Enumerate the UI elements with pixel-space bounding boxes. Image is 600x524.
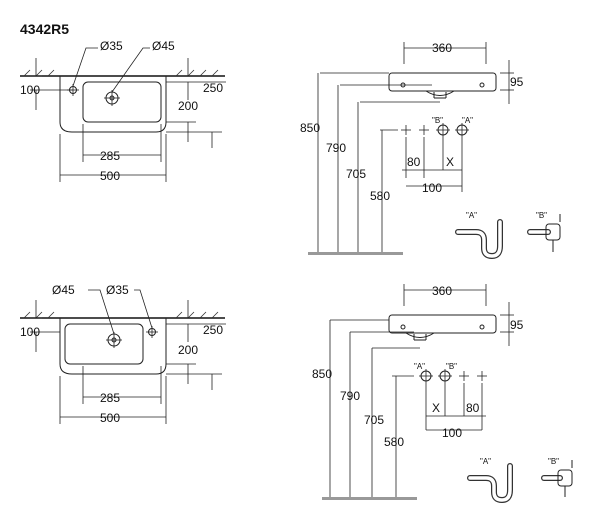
connector-label-b: "B" <box>432 116 443 125</box>
tap-hole-label-left: Ø45 <box>52 283 75 297</box>
dim-bowl-depth: 200 <box>178 99 198 113</box>
top-side-view: 360 95 850 790 705 580 "B" "A <box>300 41 561 260</box>
bowl-outline <box>64 323 144 365</box>
mark-x: X <box>446 155 454 169</box>
floor-line <box>322 497 417 500</box>
dim-right-depth: 250 <box>203 81 223 95</box>
wall-hatch <box>23 69 219 77</box>
dim-total-width: 500 <box>100 169 120 183</box>
wall-hatch <box>23 311 219 319</box>
dim-h1: 850 <box>300 121 320 135</box>
connector-icon <box>401 123 469 137</box>
dim-bowl-depth: 200 <box>178 343 198 357</box>
trap-a-icon <box>467 463 513 504</box>
model-number: 4342R5 <box>20 21 69 37</box>
dim-width: 360 <box>432 41 452 55</box>
mark-x: X <box>432 401 440 415</box>
dim-width: 360 <box>432 284 452 298</box>
trap-label-b: "B" <box>536 211 547 220</box>
basin-outline <box>59 318 167 375</box>
tap-hole-label-right: Ø45 <box>152 39 175 53</box>
dim-total-width: 500 <box>100 411 120 425</box>
dim-left-depth: 100 <box>20 325 40 339</box>
dim-a: 80 <box>466 401 480 415</box>
dim-bowl-width: 285 <box>100 391 120 405</box>
leader-line <box>134 289 153 329</box>
bottom-plan-view: Ø45 Ø35 100 250 200 285 500 <box>20 283 226 425</box>
dim-b: 100 <box>422 181 442 195</box>
basin-front <box>388 314 497 334</box>
dim-right-depth: 250 <box>203 323 223 337</box>
dim-h3: 705 <box>364 413 384 427</box>
connector-label-b: "B" <box>446 362 457 371</box>
floor-line <box>308 252 403 255</box>
connector-label-a: "A" <box>462 116 473 125</box>
trap-label-b: "B" <box>548 457 559 466</box>
trap-a-icon <box>455 219 503 260</box>
dim-bowl-width: 285 <box>100 149 120 163</box>
leader-line <box>111 47 150 93</box>
top-plan-view: Ø35 Ø45 100 250 200 285 500 <box>20 39 226 183</box>
dim-height: 95 <box>510 318 524 332</box>
dim-h1: 850 <box>312 367 332 381</box>
basin-front <box>388 72 497 92</box>
leader-line <box>72 47 98 87</box>
connector-label-a: "A" <box>414 362 425 371</box>
dim-height: 95 <box>510 75 524 89</box>
dim-h2: 790 <box>340 389 360 403</box>
dim-h3: 705 <box>346 167 366 181</box>
dim-h4: 580 <box>370 189 390 203</box>
trap-label-a: "A" <box>466 211 477 220</box>
bottom-side-view: 360 95 850 790 705 580 "A" "B" <box>312 284 573 504</box>
basin-outline <box>59 76 167 133</box>
dim-a: 80 <box>407 155 421 169</box>
leader-line <box>88 289 115 335</box>
tap-hole-label-right: Ø35 <box>106 283 129 297</box>
dim-left-depth: 100 <box>20 83 40 97</box>
tap-hole-label-left: Ø35 <box>100 39 123 53</box>
connector-icon <box>419 369 487 383</box>
dim-h4: 580 <box>384 435 404 449</box>
dim-b: 100 <box>442 426 462 440</box>
trap-label-a: "A" <box>480 457 491 466</box>
bowl-outline <box>82 81 162 123</box>
dim-h2: 790 <box>326 141 346 155</box>
